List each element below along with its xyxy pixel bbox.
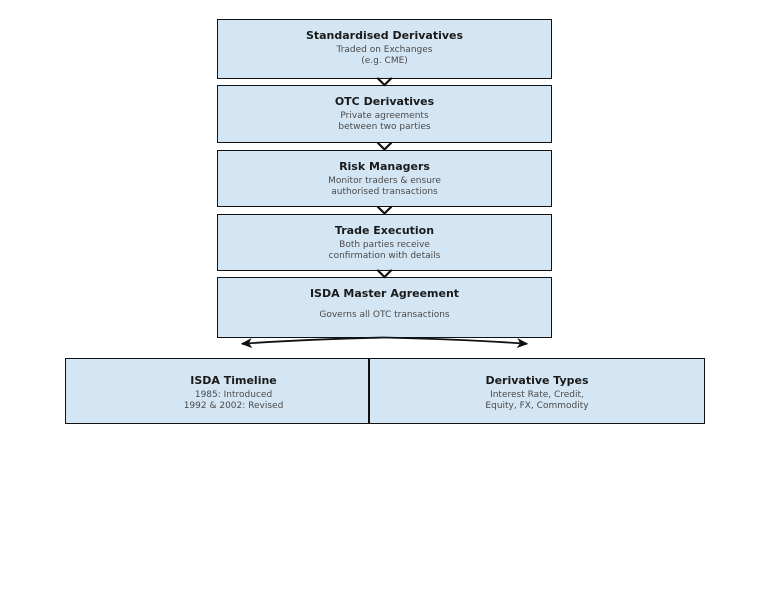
bottom-box-content: ISDA Timeline 1985: Introduced 1992 & 20… xyxy=(66,359,368,411)
branch-arrow-right-icon xyxy=(384,336,529,349)
box-title: ISDA Timeline xyxy=(190,374,277,387)
box-title: Derivative Types xyxy=(485,374,589,387)
bottom-box-isda-timeline: ISDA Timeline 1985: Introduced 1992 & 20… xyxy=(65,358,369,424)
box-subtitle: Monitor traders & ensure authorised tran… xyxy=(328,176,441,197)
flow-box-risk-managers: Risk Managers Monitor traders & ensure a… xyxy=(217,150,552,207)
box-title: Standardised Derivatives xyxy=(305,29,464,42)
box-subtitle: Both parties receive confirmation with d… xyxy=(328,240,441,261)
down-arrow-icon xyxy=(376,205,393,216)
flow-box-content: ISDA Master Agreement Governs all OTC tr… xyxy=(218,278,551,321)
box-subtitle: Interest Rate, Credit, Equity, FX, Commo… xyxy=(485,390,589,411)
bottom-box-content: Derivative Types Interest Rate, Credit, … xyxy=(370,359,704,411)
flow-box-content: Risk Managers Monitor traders & ensure a… xyxy=(218,151,551,197)
box-title: ISDA Master Agreement xyxy=(309,287,460,300)
box-title: OTC Derivatives xyxy=(334,95,435,108)
flow-box-isda-master-agreement: ISDA Master Agreement Governs all OTC tr… xyxy=(217,277,552,338)
bottom-box-derivative-types: Derivative Types Interest Rate, Credit, … xyxy=(369,358,705,424)
box-title: Risk Managers xyxy=(339,160,430,173)
box-subtitle: Private agreements between two parties xyxy=(338,111,431,132)
down-arrow-icon xyxy=(376,141,393,152)
flow-box-content: OTC Derivatives Private agreements betwe… xyxy=(218,86,551,132)
branch-arrow-left-icon xyxy=(240,336,385,349)
flow-box-content: Standardised Derivatives Traded on Excha… xyxy=(218,20,551,66)
flow-box-otc-derivatives: OTC Derivatives Private agreements betwe… xyxy=(217,85,552,143)
box-subtitle: Governs all OTC transactions xyxy=(319,310,450,320)
flow-box-content: Trade Execution Both parties receive con… xyxy=(218,215,551,261)
flow-box-trade-execution: Trade Execution Both parties receive con… xyxy=(217,214,552,271)
box-subtitle: Traded on Exchanges (e.g. CME) xyxy=(336,45,433,66)
flow-box-standardised-derivatives: Standardised Derivatives Traded on Excha… xyxy=(217,19,552,79)
box-title: Trade Execution xyxy=(334,224,435,237)
box-subtitle: 1985: Introduced 1992 & 2002: Revised xyxy=(183,390,284,411)
